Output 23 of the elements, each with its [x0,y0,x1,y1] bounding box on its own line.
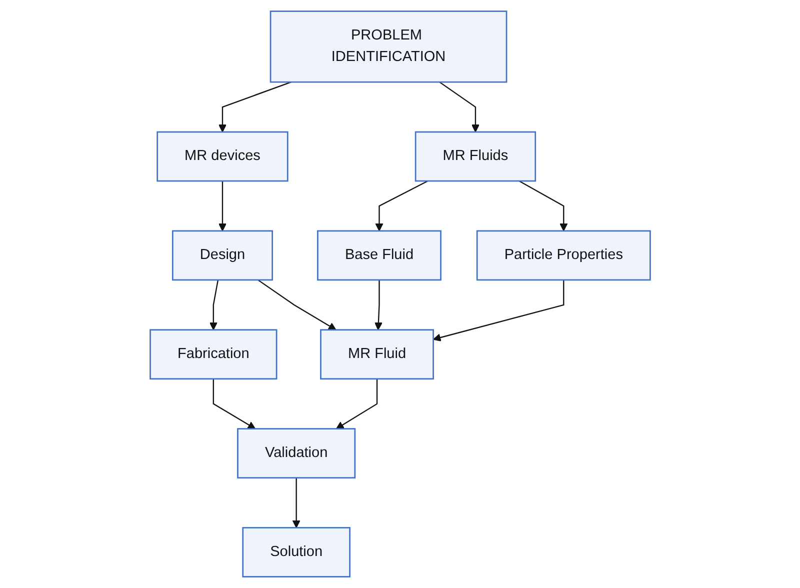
node-box [156,131,288,182]
arrow [374,280,382,330]
node-box [414,131,536,182]
arrow [257,279,336,330]
arrow [292,478,300,528]
arrow [209,280,218,330]
node-box [172,230,273,281]
arrow [212,378,256,430]
arrow [438,82,480,132]
node-box [476,230,651,281]
arrow [218,82,292,132]
node-box [149,329,278,380]
node-box [320,329,434,380]
arrow [375,180,428,232]
arrow [336,378,378,430]
node-box [316,230,442,281]
arrow [518,180,568,232]
node-box [236,428,356,478]
node-box [270,10,507,83]
arrow [432,280,564,342]
arrow [218,181,226,232]
flowchart-drawing: PROBLEM IDENTIFICATION MR devices MR Fluids Design Base Fluid Particle Properties Fabrication MR Fluid Validation Solution [142,4,658,584]
node-box [242,527,350,578]
